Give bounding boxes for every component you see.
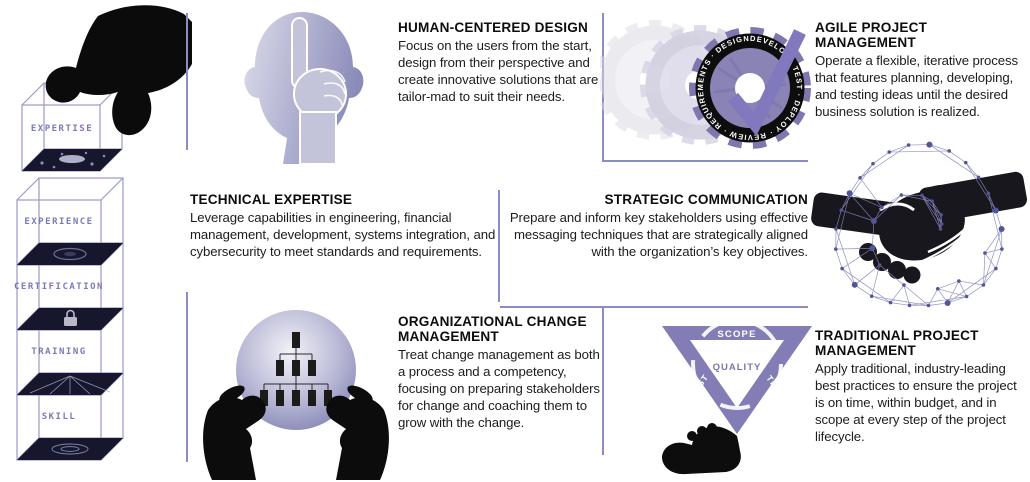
network-node xyxy=(926,141,933,148)
handshake-silhouette xyxy=(811,171,1028,284)
network-node xyxy=(907,303,912,308)
network-node xyxy=(840,266,844,271)
divider xyxy=(602,160,808,162)
stack-cube-label: CERTIFICATION xyxy=(14,282,104,292)
section-title: TRADITIONAL PROJECT MANAGEMENT xyxy=(815,328,979,359)
agile-gears-icon: DEVELOP · TEST · DEPLOY · REVIEW · REQUI… xyxy=(600,20,811,149)
network-node xyxy=(871,161,875,166)
network-node xyxy=(877,263,882,267)
network-node xyxy=(880,205,884,210)
checkmark-icon xyxy=(727,29,806,136)
network-node xyxy=(935,287,940,291)
divider xyxy=(500,306,808,308)
divider xyxy=(602,307,604,455)
section-title: TECHNICAL EXPERTISE xyxy=(190,192,353,207)
network-node xyxy=(926,303,931,308)
network-node xyxy=(869,245,876,252)
network-node xyxy=(906,143,911,147)
stack-cube-label: EXPERIENCE xyxy=(24,217,93,227)
network-node xyxy=(998,226,1005,232)
balancing-hand-icon xyxy=(662,423,741,475)
network-node xyxy=(851,281,858,288)
network-node xyxy=(833,247,838,251)
section-technical-expertise: TECHNICAL EXPERTISE Leverage capabilitie… xyxy=(190,192,505,261)
network-node xyxy=(986,191,991,196)
network-node xyxy=(930,199,934,203)
section-title: STRATEGIC COMMUNICATION xyxy=(604,192,808,207)
section-title: HUMAN-CENTERED DESIGN xyxy=(398,20,588,35)
network-node xyxy=(839,208,844,213)
divider xyxy=(498,190,500,302)
section-agile-project-management: AGILE PROJECT MANAGEMENT Operate a flexi… xyxy=(815,20,1023,121)
network-node xyxy=(902,283,906,287)
network-node xyxy=(920,193,924,198)
network-node xyxy=(947,149,952,153)
held-cube-label: EXPERTISE xyxy=(31,124,93,134)
cube-stack-floors xyxy=(17,243,123,460)
network-node xyxy=(964,294,969,299)
network-node xyxy=(870,218,877,225)
network-node xyxy=(992,207,999,214)
stack-cube-label: SKILL xyxy=(42,412,77,422)
cupped-hands xyxy=(203,382,389,480)
network-node xyxy=(957,279,961,283)
org-chart xyxy=(260,332,332,406)
triangle-label-quality: QUALITY xyxy=(713,362,762,373)
handshake-network-icon xyxy=(811,141,1028,308)
divider xyxy=(186,13,188,150)
network-node xyxy=(963,160,968,165)
fist-knuckle-lines xyxy=(319,69,346,106)
triangle-label-scope: SCOPE xyxy=(717,329,756,340)
section-body: Focus on the users from the start, desig… xyxy=(398,38,599,104)
divider xyxy=(186,292,188,462)
network-node xyxy=(887,150,892,154)
section-body: Apply traditional, industry-leading best… xyxy=(815,361,1017,444)
section-organizational-change-management: ORGANIZATIONAL CHANGE MANAGEMENT Treat c… xyxy=(398,314,604,431)
section-traditional-project-management: TRADITIONAL PROJECT MANAGEMENT Apply tra… xyxy=(815,328,1027,445)
stack-cube-label: TRAINING xyxy=(31,347,86,357)
network-node xyxy=(846,190,853,197)
section-body: Leverage capabilities in engineering, fi… xyxy=(190,210,496,259)
expertise-cube-stack-illustration: EXPERTISE EXPERIENCE CERTIFICATION xyxy=(14,5,192,461)
network-node xyxy=(976,175,981,180)
section-strategic-communication: STRATEGIC COMMUNICATION Prepare and info… xyxy=(498,192,808,261)
held-cube-floor xyxy=(22,149,122,171)
section-body: Prepare and inform key stakeholders usin… xyxy=(509,210,808,259)
network-node xyxy=(888,300,893,305)
network-node xyxy=(834,227,838,231)
raised-finger-fist xyxy=(291,17,347,164)
section-title: AGILE PROJECT MANAGEMENT xyxy=(815,20,928,51)
triangle-constraints-icon: SCOPE QUALITY COST TIME xyxy=(662,318,812,475)
network-node xyxy=(944,299,951,306)
head-with-raised-finger-icon xyxy=(244,12,364,164)
network-node xyxy=(899,193,904,197)
network-node xyxy=(994,266,998,271)
network-node xyxy=(983,251,987,255)
section-body: Treat change management as both a proces… xyxy=(398,347,600,430)
inner-triangle xyxy=(690,340,784,408)
pinch-hand-icon xyxy=(45,5,192,136)
network-node xyxy=(939,213,943,217)
network-node xyxy=(981,283,986,287)
network-node xyxy=(938,227,943,231)
network-mesh xyxy=(835,144,1003,306)
hands-holding-org-chart-icon xyxy=(203,310,389,480)
section-title: ORGANIZATIONAL CHANGE MANAGEMENT xyxy=(398,314,587,345)
network-node xyxy=(939,222,944,226)
section-body: Operate a flexible, iterative process th… xyxy=(815,53,1019,119)
network-node xyxy=(858,176,862,180)
network-node xyxy=(869,294,874,298)
section-human-centered-design: HUMAN-CENTERED DESIGN Focus on the users… xyxy=(398,20,600,105)
network-node xyxy=(1000,247,1004,251)
